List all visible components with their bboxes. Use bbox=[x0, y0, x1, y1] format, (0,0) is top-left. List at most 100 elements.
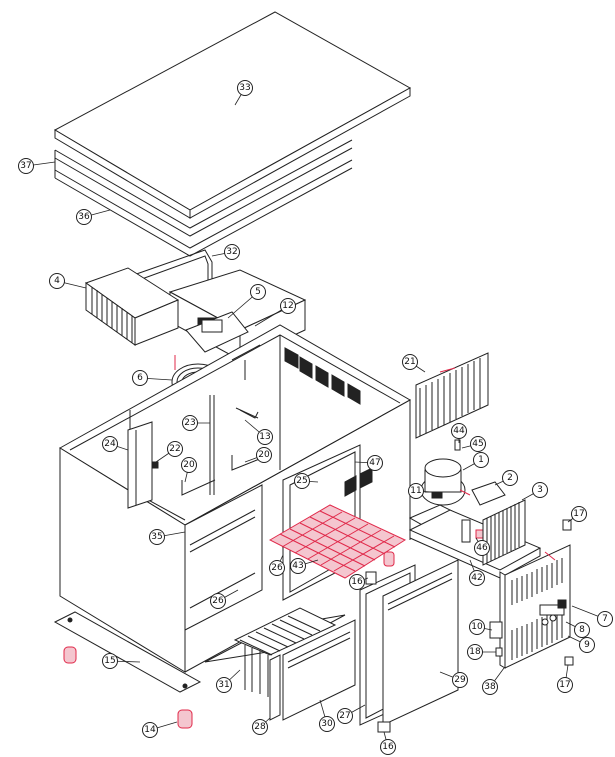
callout-13: 13 bbox=[244, 419, 273, 445]
callout-label: 17 bbox=[559, 680, 570, 690]
callout-circle bbox=[557, 677, 573, 693]
callout-11: 11 bbox=[408, 483, 433, 499]
callout-circle bbox=[76, 209, 92, 225]
callout-circle bbox=[367, 455, 383, 471]
wire-shelf bbox=[268, 504, 407, 579]
callout-46: 46 bbox=[474, 537, 490, 556]
callout-circle bbox=[256, 447, 272, 463]
callout-circle bbox=[149, 529, 165, 545]
callout-circle bbox=[380, 739, 396, 755]
callout-1: 1 bbox=[462, 452, 489, 471]
pipe-part bbox=[124, 249, 213, 290]
callout-circle bbox=[408, 483, 424, 499]
callout-18: 18 bbox=[467, 644, 496, 660]
callout-circle bbox=[181, 457, 197, 473]
callout-circle bbox=[167, 441, 183, 457]
callout-circle bbox=[452, 672, 468, 688]
callout-21: 21 bbox=[402, 354, 426, 373]
callout-label: 28 bbox=[254, 722, 266, 732]
callout-5: 5 bbox=[227, 284, 266, 319]
callout-label: 43 bbox=[292, 561, 303, 571]
callout-circle bbox=[402, 354, 418, 370]
callout-label: 20 bbox=[183, 460, 195, 470]
callout-circle bbox=[294, 473, 310, 489]
control-panel bbox=[489, 519, 574, 669]
callout-2: 2 bbox=[494, 470, 518, 486]
callout-29: 29 bbox=[439, 671, 468, 688]
callout-label: 13 bbox=[259, 432, 270, 442]
callout-circle bbox=[182, 415, 198, 431]
callout-14: 14 bbox=[142, 721, 178, 738]
drawer-basket bbox=[204, 607, 346, 721]
callout-label: 26 bbox=[212, 596, 224, 606]
callout-circle bbox=[49, 273, 65, 289]
callout-label: 27 bbox=[339, 711, 350, 721]
callout-20: 20 bbox=[244, 447, 272, 463]
callout-23: 23 bbox=[182, 415, 210, 431]
callout-circle bbox=[257, 429, 273, 445]
callout-6: 6 bbox=[132, 370, 173, 386]
callout-30: 30 bbox=[319, 699, 335, 732]
callout-35: 35 bbox=[149, 529, 186, 545]
callout-circle bbox=[469, 570, 485, 586]
callout-label: 25 bbox=[296, 476, 307, 486]
callout-label: 2 bbox=[507, 473, 513, 483]
feet bbox=[63, 646, 193, 729]
callout-16: 16 bbox=[380, 731, 396, 755]
callout-7: 7 bbox=[571, 605, 613, 627]
callout-circle bbox=[473, 452, 489, 468]
callout-28: 28 bbox=[252, 717, 271, 735]
callout-label: 22 bbox=[169, 444, 180, 454]
callout-circle bbox=[252, 719, 268, 735]
callout-circle bbox=[482, 679, 498, 695]
callout-label: 4 bbox=[54, 276, 60, 286]
callout-circle bbox=[571, 506, 587, 522]
callout-circle bbox=[237, 80, 253, 96]
callout-circle bbox=[451, 423, 467, 439]
callout-15: 15 bbox=[102, 653, 141, 669]
callout-circle bbox=[574, 622, 590, 638]
callout-circle bbox=[224, 244, 240, 260]
callout-circle bbox=[502, 470, 518, 486]
callout-circle bbox=[469, 619, 485, 635]
callout-circle bbox=[132, 370, 148, 386]
callout-label: 26 bbox=[271, 563, 283, 573]
shelf-supports bbox=[127, 395, 263, 509]
worktop-part bbox=[53, 11, 412, 219]
fan-motor bbox=[185, 311, 249, 353]
callout-label: 18 bbox=[469, 647, 481, 657]
callout-circle bbox=[532, 482, 548, 498]
callout-circle bbox=[474, 540, 490, 556]
callout-20: 20 bbox=[181, 457, 197, 483]
callout-label: 45 bbox=[472, 439, 483, 449]
callout-label: 9 bbox=[584, 640, 590, 650]
callout-37: 37 bbox=[18, 158, 56, 174]
callout-circle bbox=[102, 653, 118, 669]
callout-label: 14 bbox=[144, 725, 156, 735]
callout-circle bbox=[290, 558, 306, 574]
callout-label: 1 bbox=[478, 455, 484, 465]
door bbox=[382, 559, 459, 726]
callout-27: 27 bbox=[337, 704, 366, 724]
callout-label: 20 bbox=[258, 450, 270, 460]
callout-25: 25 bbox=[294, 473, 319, 489]
callout-circle bbox=[579, 637, 595, 653]
vent-grille bbox=[415, 352, 489, 439]
callout-16: 16 bbox=[349, 574, 369, 590]
callout-label: 12 bbox=[282, 301, 293, 311]
callout-label: 46 bbox=[476, 543, 488, 553]
callout-label: 10 bbox=[471, 622, 483, 632]
callout-circle bbox=[269, 560, 285, 576]
callout-label: 17 bbox=[573, 509, 584, 519]
callout-label: 11 bbox=[410, 486, 421, 496]
callout-43: 43 bbox=[290, 558, 319, 574]
callout-3: 3 bbox=[521, 482, 548, 501]
callout-label: 44 bbox=[453, 426, 465, 436]
callout-label: 31 bbox=[218, 680, 229, 690]
callout-10: 10 bbox=[469, 619, 493, 635]
callout-22: 22 bbox=[155, 441, 183, 463]
callout-label: 15 bbox=[104, 656, 115, 666]
